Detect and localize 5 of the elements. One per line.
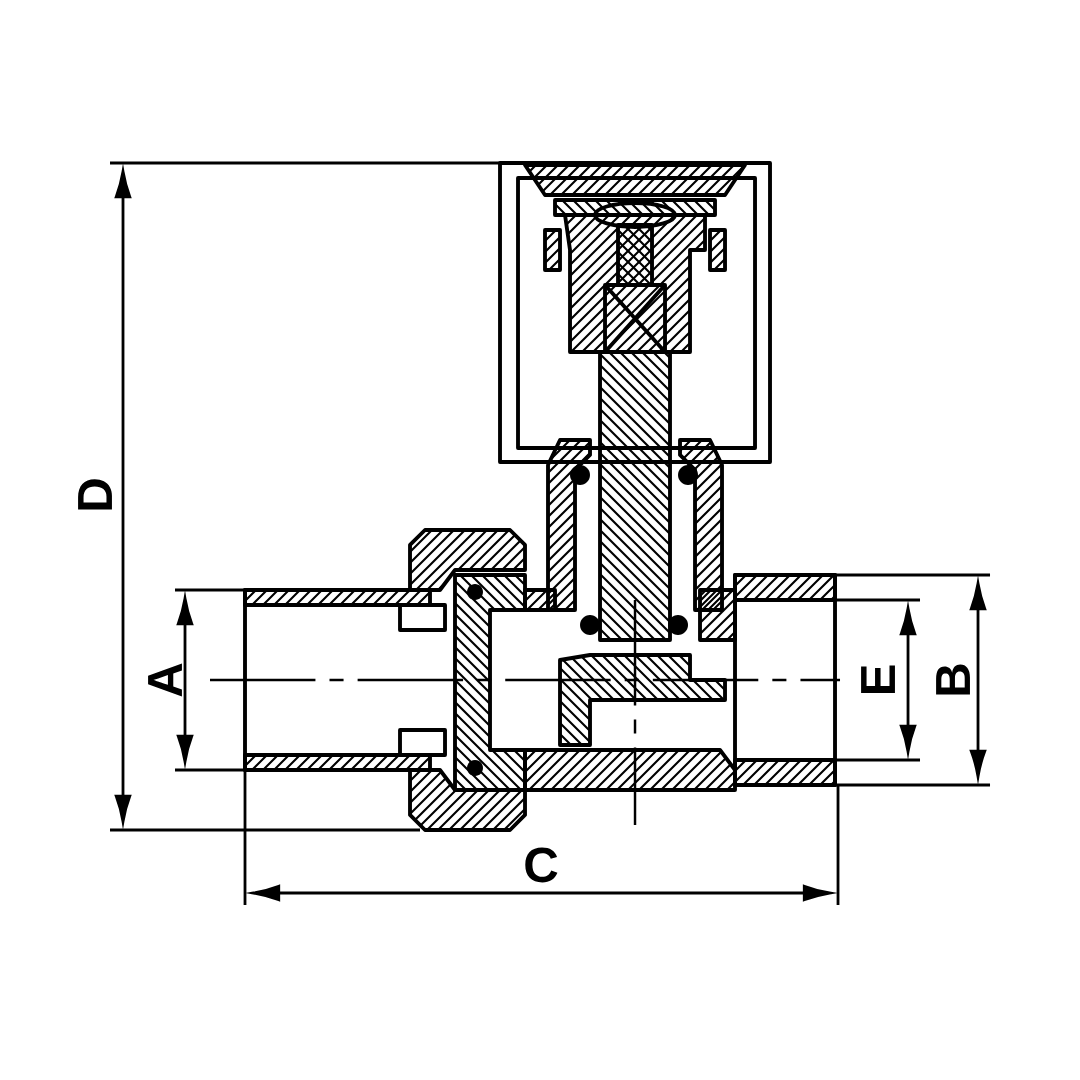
dimension-label: A: [148, 663, 182, 697]
dimension-label: E: [861, 665, 895, 694]
dimension-label: C: [525, 847, 558, 883]
dimension-label: B: [936, 664, 970, 695]
dimension-label: D: [78, 479, 112, 510]
